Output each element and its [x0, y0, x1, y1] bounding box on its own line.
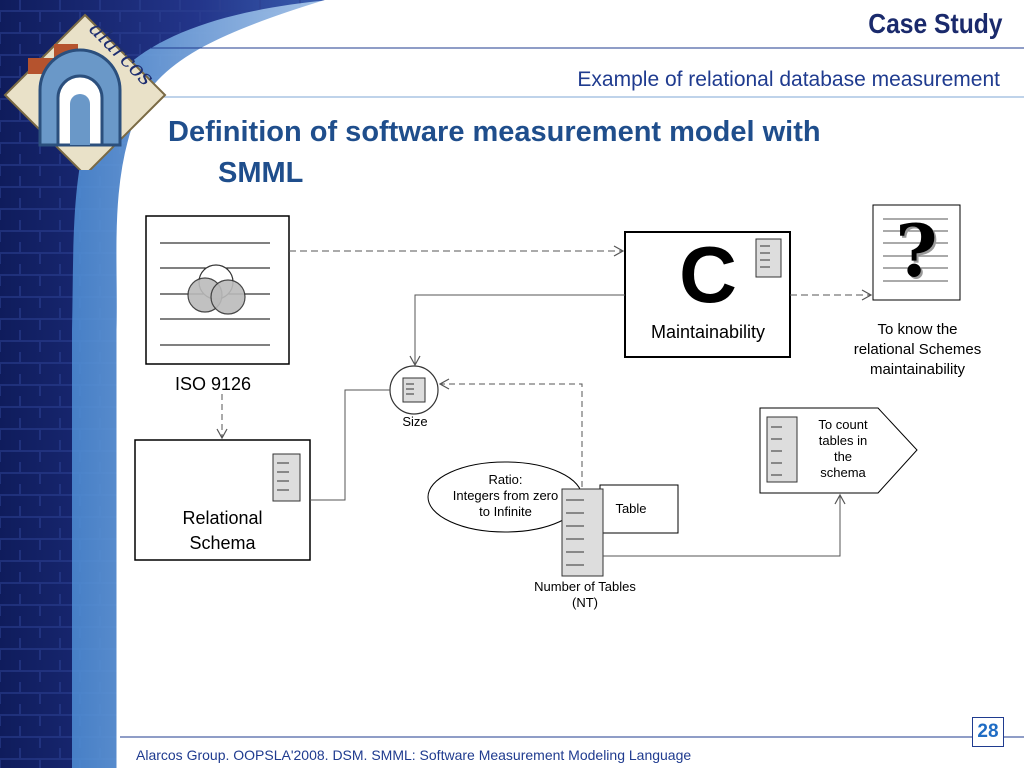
- relational-schema-line-1: Relational: [182, 508, 263, 528]
- header-title: Case Study: [867, 8, 1002, 39]
- count-procedure-shape: [759, 407, 918, 494]
- iso-label: ISO 9126: [174, 374, 252, 394]
- goal-text-line-3: maintainability: [869, 361, 966, 378]
- goal-text: To know the relational Schemes maintaina…: [830, 320, 1005, 380]
- goal-text-line-2: relational Schemes: [853, 341, 982, 358]
- iso-document-box: [145, 215, 290, 365]
- size-circle: [389, 365, 439, 415]
- number-of-tables-label: Number of Tables (NT): [520, 579, 650, 611]
- table-label: Table: [615, 501, 647, 516]
- relational-schema-label: Relational Schema: [135, 506, 310, 556]
- size-label: Size: [402, 414, 428, 429]
- goal-text-line-1: To know the: [877, 321, 958, 338]
- alarcos-logo: alarcos: [3, 13, 167, 170]
- question-mark: ?: [895, 208, 938, 293]
- count-text-line-2: tables in: [818, 433, 868, 448]
- nt-label-line-2: (NT): [572, 595, 598, 610]
- ratio-text-line-1: Ratio:: [488, 472, 523, 487]
- relational-schema-box: [134, 439, 311, 561]
- relational-schema-line-2: Schema: [189, 533, 256, 553]
- count-text-line-3: the: [833, 449, 853, 464]
- count-text: To count tables in the schema: [805, 417, 881, 481]
- footer-text: Alarcos Group. OOPSLA'2008. DSM. SMML: S…: [136, 747, 692, 763]
- page-number: 28: [972, 717, 1004, 747]
- main-title: Definition of software measurement model…: [168, 112, 968, 194]
- maintainability-box: [624, 231, 791, 358]
- ratio-text-line-2: Integers from zero: [452, 488, 559, 503]
- main-title-line-1: Definition of software measurement model…: [168, 116, 821, 148]
- nt-label-line-1: Number of Tables: [534, 579, 636, 594]
- c-letter: C: [679, 230, 737, 319]
- header-subtitle: Example of relational database measureme…: [577, 68, 1000, 91]
- count-text-line-4: schema: [820, 465, 866, 480]
- main-title-line-2: SMML: [218, 157, 304, 189]
- count-text-line-1: To count: [818, 417, 868, 432]
- ratio-text-line-3: to Infinite: [479, 504, 532, 519]
- goal-document: [872, 204, 961, 301]
- connectors: [216, 245, 873, 557]
- maintainability-label: Maintainability: [650, 322, 766, 342]
- ratio-text: Ratio: Integers from zero to Infinite: [432, 472, 579, 520]
- number-of-tables-element: [561, 488, 604, 577]
